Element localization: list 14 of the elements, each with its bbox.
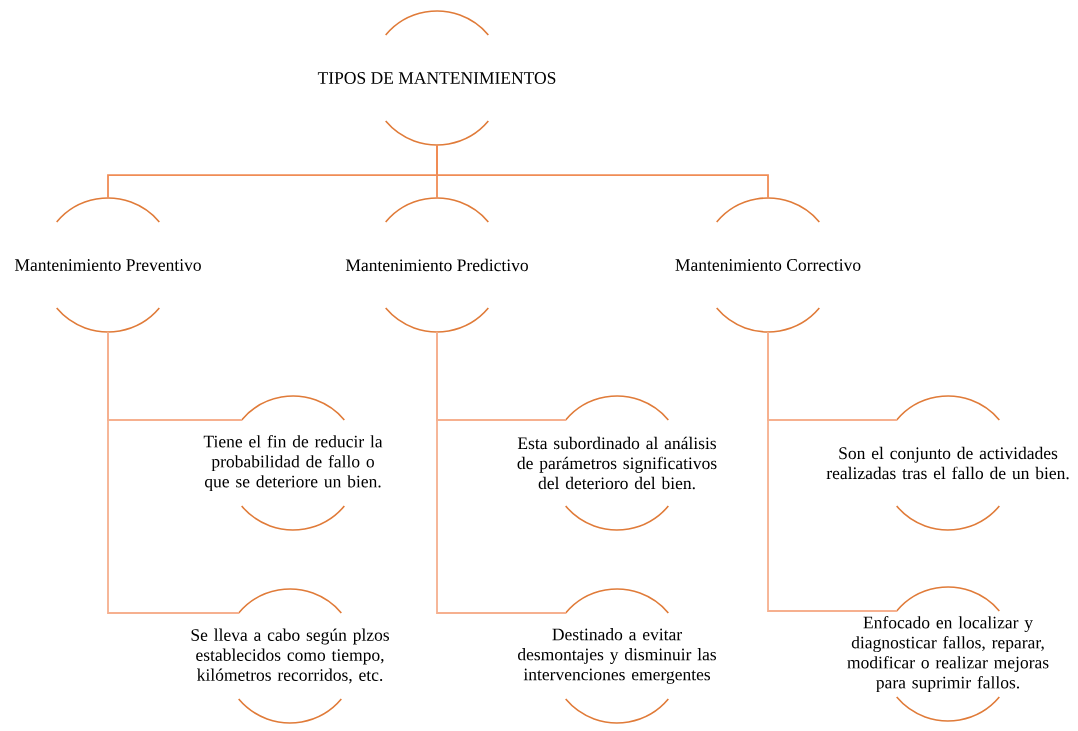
node-text: Enfocado en localizar y diagnosticar fallos, reparar, modificar o realizar mejoras para suprimir fallos. (847, 616, 1049, 693)
node-text: Mantenimiento Preventivo (14, 259, 201, 271)
connector-line (107, 331, 240, 614)
node-text: Mantenimiento Predictivo (345, 258, 528, 272)
connector-line (767, 331, 898, 612)
node-text: Destinado a evitar desmontajes y disminuir las intervenciones emergentes (518, 628, 717, 684)
node-text: TIPOS DE MANTENIMIENTOS (317, 72, 556, 84)
node-text: Se lleva a cabo según plzos establecidos como tiempo, kilómetros recorridos, etc. (191, 628, 389, 684)
connector-line (436, 331, 567, 614)
node-text: Son el conjunto de actividades realizadas tras el fallo de un bien. (826, 446, 1069, 480)
connector-line (436, 144, 769, 199)
node-text: Esta subordinado al análisis de parámetros significativos del deterioro del bien. (517, 436, 717, 490)
node-text: Mantenimiento Correctivo (675, 259, 861, 271)
node-text: Tiene el fin de reducir la probabilidad de fallo o que se deteriore un bien. (203, 435, 383, 492)
